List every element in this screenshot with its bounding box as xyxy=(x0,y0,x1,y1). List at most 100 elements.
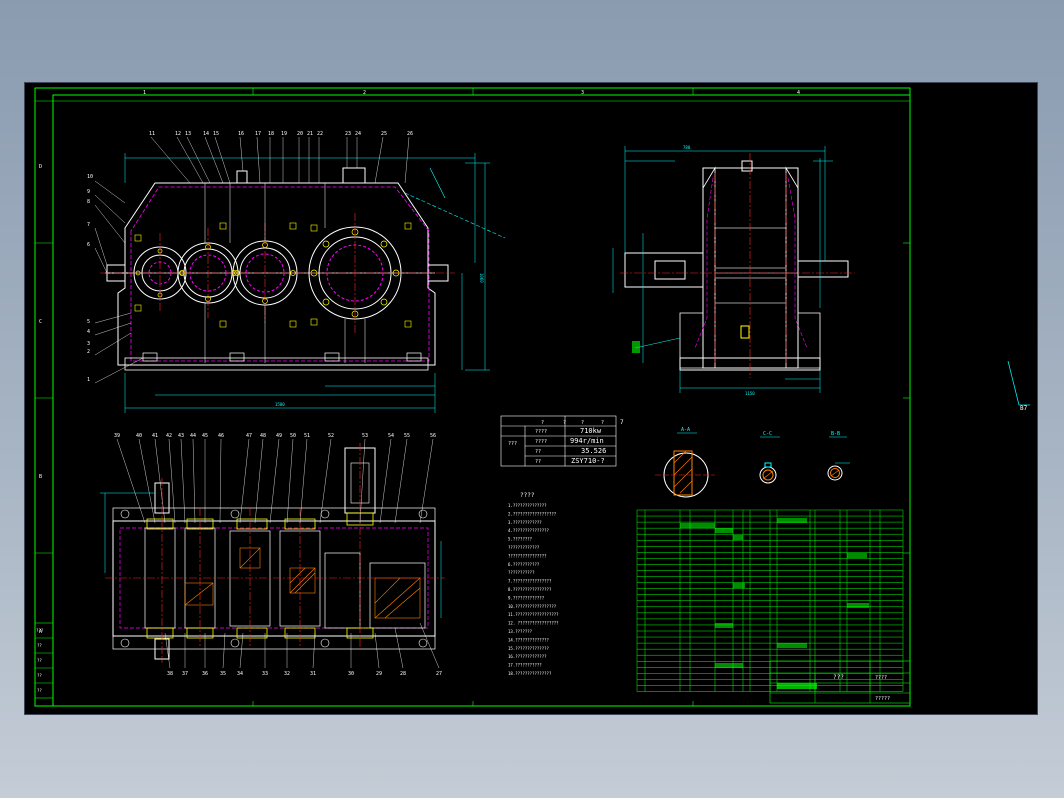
inspection-dim-line xyxy=(404,192,506,239)
front-inner-lines xyxy=(204,183,366,363)
front-leaders xyxy=(94,136,410,384)
section-a-label: A-A xyxy=(681,427,690,433)
external-leader xyxy=(1007,360,1020,406)
callout-49: 49 xyxy=(276,433,282,439)
plan-flange-bottom xyxy=(112,635,436,650)
callout-5: 5 xyxy=(87,319,90,325)
callout-3: 3 xyxy=(87,341,90,347)
plan-view xyxy=(100,438,445,669)
callout-54: 54 xyxy=(388,433,394,439)
front-housing-outline xyxy=(117,182,436,366)
side-oil-gauge xyxy=(740,325,750,339)
grid-side-c: C xyxy=(39,319,42,325)
revision-3: ?? xyxy=(37,658,42,663)
param-side-label: ??? xyxy=(508,441,517,447)
callout-39: 39 xyxy=(114,433,120,439)
cad-viewport[interactable]: 1 2 3 4 D C B A ??? ?? ?? ?? ?? xyxy=(25,83,1037,714)
callout-29: 29 xyxy=(376,671,382,677)
tech-line: 1.?????????????? xyxy=(508,503,547,508)
tech-line: 15.?????????????? xyxy=(508,646,550,651)
section-b-b: B-B xyxy=(827,431,850,481)
callout-30: 30 xyxy=(348,671,354,677)
front-dimension-lines xyxy=(124,153,490,413)
param-header-2: ? xyxy=(563,420,566,426)
breather xyxy=(236,170,248,184)
callout-16: 16 xyxy=(238,131,244,137)
callout-51: 51 xyxy=(304,433,310,439)
tech-line: 18.??????????????? xyxy=(508,671,552,676)
callout-48: 48 xyxy=(260,433,266,439)
tech-line: 5.???????? xyxy=(508,537,533,542)
side-top-cap xyxy=(741,160,753,172)
tech-line: 4.??????????????? xyxy=(508,528,550,533)
param-row-3-value: 35.526 xyxy=(581,447,606,455)
callout-23: 23 xyxy=(345,131,351,137)
callout-7: 7 xyxy=(87,222,90,228)
param-header-4: ? xyxy=(601,420,604,426)
callout-6: 6 xyxy=(87,242,90,248)
callout-18: 18 xyxy=(268,131,274,137)
callout-26: 26 xyxy=(407,131,413,137)
plan-bearings xyxy=(146,512,374,639)
inspection-cover xyxy=(342,167,366,184)
param-row-1-name: ???? xyxy=(535,429,547,435)
grid-top-3: 3 xyxy=(581,90,584,96)
side-dimension-lines xyxy=(612,146,833,393)
callout-33: 33 xyxy=(262,671,268,677)
plan-flange-top xyxy=(112,507,436,522)
parameter-table: ? ? ? ? 7 ??? ???? 710kw ???? 994r/min ?… xyxy=(500,415,624,467)
grid-top-ticks xyxy=(252,88,694,706)
callout-46: 46 xyxy=(218,433,224,439)
callout-50: 50 xyxy=(290,433,296,439)
grid-side-ticks xyxy=(35,242,910,554)
parts-list-cell xyxy=(715,663,743,668)
callout-15: 15 xyxy=(213,131,219,137)
tech-title: ???? xyxy=(520,492,535,499)
callout-43: 43 xyxy=(178,433,184,439)
parts-list-cell xyxy=(847,553,867,558)
title-block: ??? ???? ????? xyxy=(769,660,911,704)
param-row-4-value: ZSY710-? xyxy=(571,457,605,465)
param-header-3: ? xyxy=(581,420,584,426)
callout-28: 28 xyxy=(400,671,406,677)
tech-line: ???????????????? xyxy=(508,553,547,558)
callout-17: 17 xyxy=(255,131,261,137)
side-output-shaft xyxy=(797,260,849,278)
parts-list-cell xyxy=(777,518,807,523)
plan-dim-lines xyxy=(100,492,442,618)
callout-47: 47 xyxy=(246,433,252,439)
callout-19: 19 xyxy=(281,131,287,137)
parts-list-cell xyxy=(847,603,869,608)
grid-top-4: 4 xyxy=(797,90,800,96)
param-row-2-name: ???? xyxy=(535,439,547,445)
callout-13: 13 xyxy=(185,131,191,137)
tech-line: 12. ????????????????? xyxy=(508,621,559,626)
revision-5: ?? xyxy=(37,688,42,693)
callout-45: 45 xyxy=(202,433,208,439)
callout-14: 14 xyxy=(203,131,209,137)
tech-line: 17.??????????? xyxy=(508,663,542,668)
tech-line: 3.???????????? xyxy=(508,520,542,525)
callout-10: 10 xyxy=(87,174,93,180)
dim-overall-height: 1060 xyxy=(479,273,484,283)
tech-lines: 1.??????????????2.??????????????????3.??… xyxy=(508,503,559,676)
revision-2: ?? xyxy=(37,643,42,648)
plan-bolts xyxy=(120,509,428,648)
plan-leaders xyxy=(116,438,440,669)
dim-side-width: 1150 xyxy=(745,391,755,396)
title-zone: ???? xyxy=(875,675,887,681)
callout-2: 2 xyxy=(87,349,90,355)
callout-22: 22 xyxy=(317,131,323,137)
front-view: 1580 1060 xyxy=(94,136,506,413)
callout-21: 21 xyxy=(307,131,313,137)
tech-line: 7.???????????????? xyxy=(508,579,552,584)
parts-list-cell xyxy=(680,523,715,528)
callout-37: 37 xyxy=(182,671,188,677)
callout-52: 52 xyxy=(328,433,334,439)
callout-32: 32 xyxy=(284,671,290,677)
parts-list-cell xyxy=(715,528,733,533)
tech-line: ??????????? xyxy=(508,570,535,575)
